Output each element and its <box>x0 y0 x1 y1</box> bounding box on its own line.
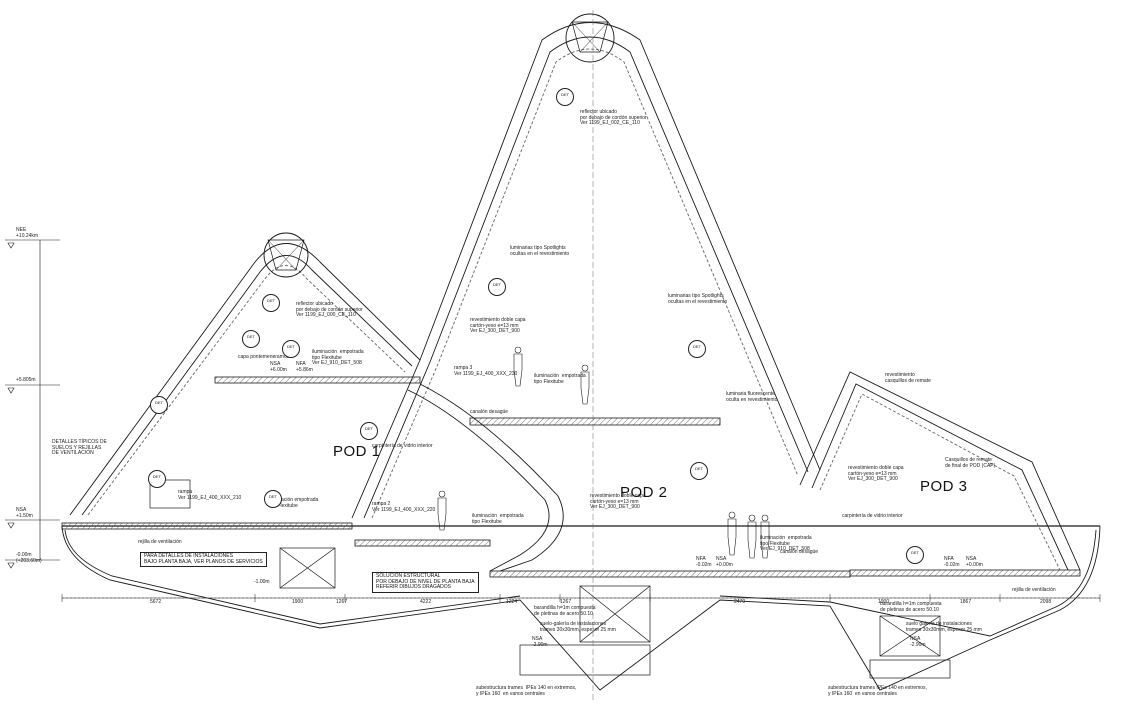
note-barandilla2: barandilla h=1m compuesta de pletinas de… <box>880 601 942 613</box>
dimension-line <box>61 594 1101 602</box>
note-iluminacion-pod2: iluminación empotrada tipo Flexitube Ver… <box>760 535 812 552</box>
level-nfa-pod3: NFA -0.02m <box>944 556 960 568</box>
level-nsa-left: NSA +1.50m <box>16 507 33 519</box>
note-rejilla2: rejilla de ventilación <box>1012 587 1056 593</box>
note-revestimiento: revestimiento doble capa cartón-yeso e=1… <box>470 317 526 334</box>
level-nsa-pod1: NSA +6.00m <box>270 361 287 373</box>
pod1-shell <box>69 232 421 516</box>
note-canalon2: canalón desagüe <box>780 549 819 555</box>
note-detalles-left: DETALLES TÍPICOS DE SUELOS Y REJILLAS DE… <box>52 439 107 456</box>
note-revestimiento-pod2: revestimiento doble capa cartón-yeso e=1… <box>590 493 646 510</box>
pod3-title: POD 3 <box>920 478 968 495</box>
note-subestructura2: subestructura trames IPEs 140 en extremo… <box>828 685 927 697</box>
note-luminarias-spot2: luminarias tipo Spotlights ocultas en el… <box>668 293 728 305</box>
level-nee: NEE +10.24km <box>16 227 39 239</box>
note-suelo1: suelo-galería de instalaciones trames 30… <box>540 621 616 633</box>
level-nfa-pod1: NFA +5.86m <box>296 361 313 373</box>
note-subestructura1: subestructura trames IPEs 140 en extremo… <box>476 685 577 697</box>
det-marker: DET <box>488 278 506 296</box>
note-rejilla1: rejilla de ventilación <box>138 539 182 545</box>
det-marker: DET <box>242 330 260 348</box>
dimension-label: 1267 <box>336 599 348 605</box>
floor-slabs <box>61 376 1081 578</box>
level-nsa-bottom2: NSA -2.90m <box>910 636 926 648</box>
note-carpinteria-pod1: carpintería de vidrio interior <box>372 443 433 449</box>
det-marker: DET <box>282 340 300 358</box>
det-marker: DET <box>148 470 166 488</box>
note-revestimiento-caseq: revestimiento casquillos de remate <box>885 372 931 384</box>
dimension-label: 1867 <box>960 599 972 605</box>
human-figures <box>437 346 770 559</box>
dimension-label: 2470 <box>734 599 746 605</box>
note-rampa1: rampa Ver 1199_EJ_400_XXX_210 <box>178 489 242 501</box>
det-marker: DET <box>906 546 924 564</box>
note-iluminacion-pod1: iluminación empotrada tipo Flexitube Ver… <box>312 349 364 366</box>
note-iluminacion-empot: iluminación empotrada tipo Flexitube <box>534 373 586 385</box>
det-marker: DET <box>264 490 282 508</box>
pod3-shell <box>799 371 1081 571</box>
note-iluminacion-empot2: iluminación empotrada tipo Flexitube <box>472 513 524 525</box>
note-reflector-top: reflector ubicado por debajo de cordón s… <box>580 109 647 126</box>
note-canalon: canalón desagüe <box>470 409 509 415</box>
note-revestimiento-pod3: revestimiento doble capa cartón-yeso e=1… <box>848 465 904 482</box>
det-marker: DET <box>556 88 574 106</box>
dimension-label: 1900 <box>878 599 890 605</box>
dimension-label: 5672 <box>150 599 162 605</box>
note-reflector-pod1: reflector ubicado por debajo de cordón s… <box>296 301 363 318</box>
dimension-label: 1900 <box>292 599 304 605</box>
level-5805: +5.805m <box>16 377 36 383</box>
det-marker: DET <box>690 462 708 480</box>
level-nsa-pod2: NSA +0.00m <box>716 556 733 568</box>
level-nsa-pod3: NSA +0.00m <box>966 556 983 568</box>
note-rampa3: rampa 3 Ver 1199_EJ_400_XXX_230 <box>454 365 518 377</box>
level-nfa-pod2: NFA -0.02m <box>696 556 712 568</box>
level-000: -0.00m (+203.60m) <box>16 552 42 564</box>
pod1-title: POD 1 <box>333 443 381 460</box>
level-markers <box>5 239 60 569</box>
level-nsa-bottom1: NSA -2.90m <box>532 636 548 648</box>
note-barandilla1: barandilla h=1m compuesta de pletinas de… <box>534 605 596 617</box>
dimension-label: 1224 <box>506 599 518 605</box>
note-luminarias-spot1: luminarias tipo Spotlights ocultas en el… <box>510 245 570 257</box>
note-luminaria-fluor: luminaria fluorescente oculta en revesti… <box>726 391 778 403</box>
dimension-label: 1267 <box>560 599 572 605</box>
note-rampa2: rampa 2 Ver 1199_EJ_400_XXX_220 <box>372 501 436 513</box>
note-carpinteria-pod3: carpintería de vidrio interior <box>842 513 903 519</box>
boxed-note-instalaciones: PARA DETALLES DE INSTALACIONES BAJO PLAN… <box>140 552 267 567</box>
det-marker: DET <box>262 294 280 312</box>
note-capa-pod1: capa pontemeneramos <box>238 354 290 360</box>
pod2-title: POD 2 <box>620 484 668 501</box>
det-marker: DET <box>150 396 168 414</box>
note-casquillos: Casquillos de remate de final de POD (CA… <box>945 457 996 469</box>
dimension-label: 2098 <box>1040 599 1052 605</box>
note-suelo2: suelo galería de instalaciones trames 30… <box>906 621 982 633</box>
level-minus100: -1.00m <box>254 579 270 585</box>
interior-elements <box>149 479 951 679</box>
boxed-note-solucion: SOLUCIÓN ESTRUCTURAL POR DEBAJO DE NIVEL… <box>372 572 479 593</box>
pod2-shell <box>351 13 821 572</box>
det-marker: DET <box>360 422 378 440</box>
dimension-label: 4222 <box>420 599 432 605</box>
det-marker: DET <box>688 340 706 358</box>
